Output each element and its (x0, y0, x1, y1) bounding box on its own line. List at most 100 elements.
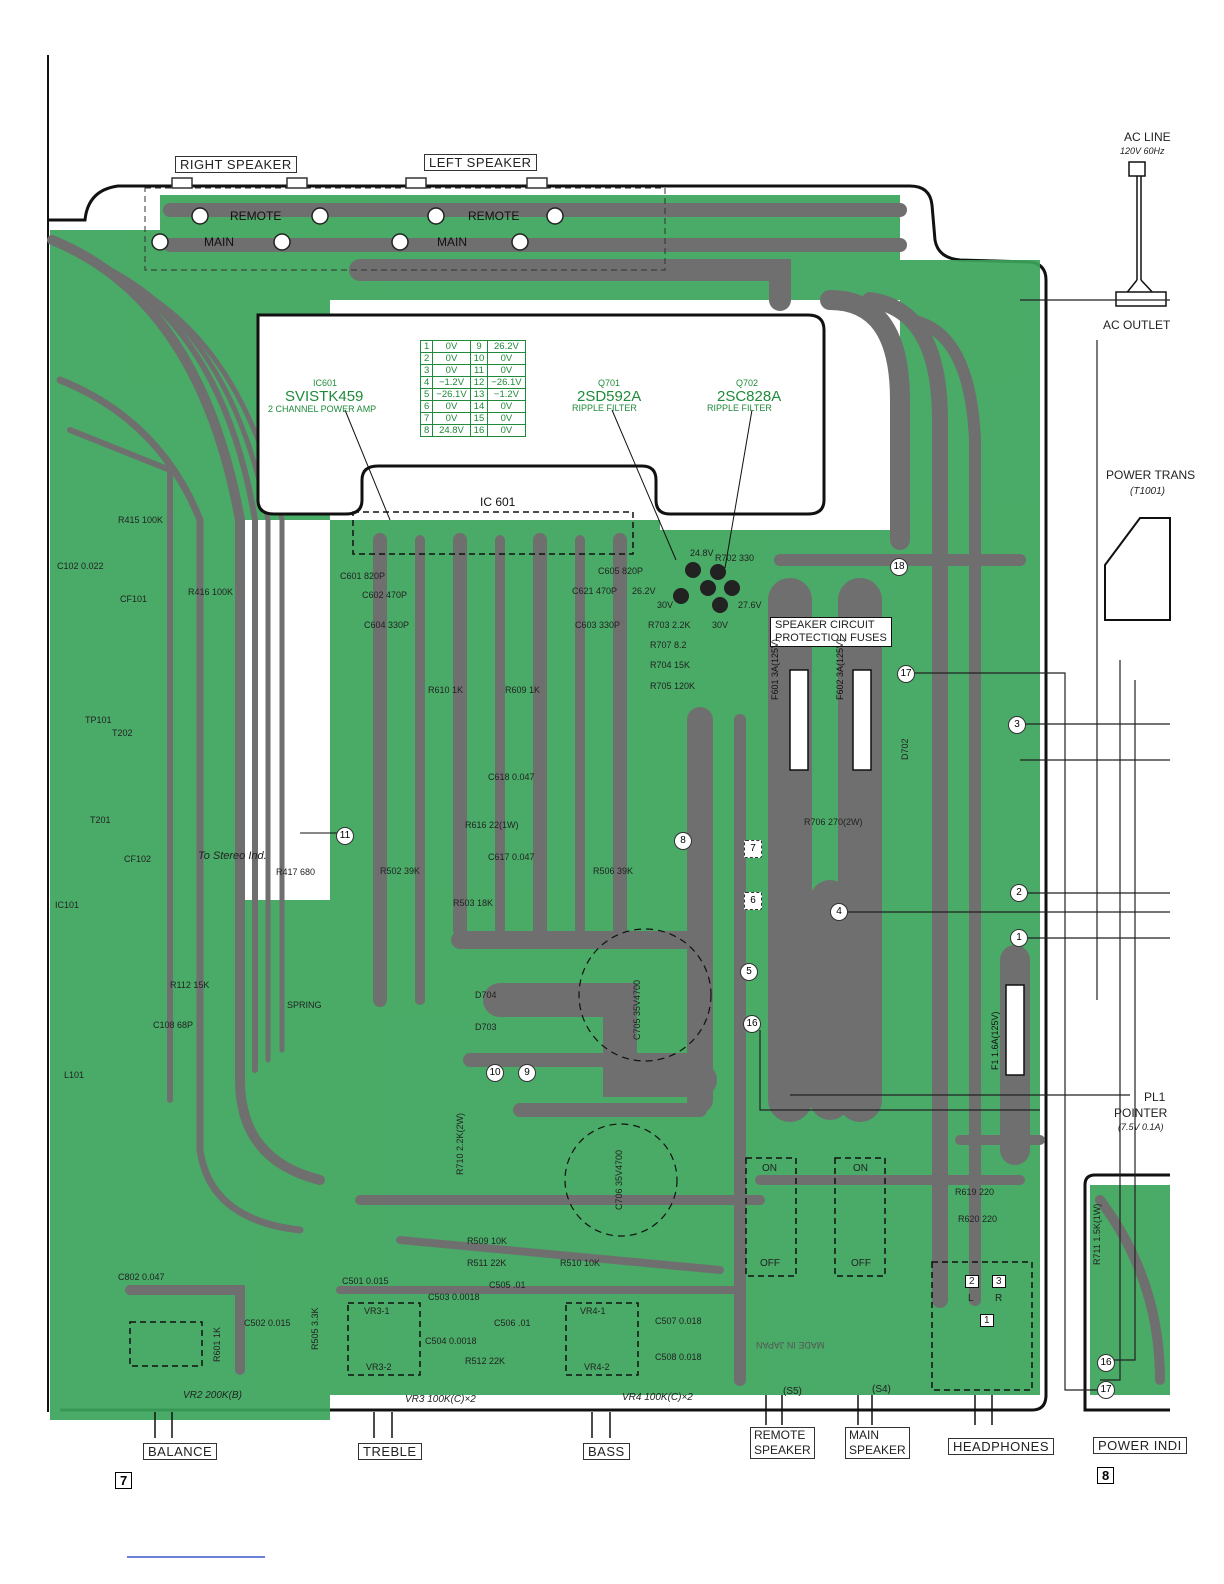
power-indicator-label: POWER INDI (1093, 1437, 1187, 1454)
node-3: 3 (1008, 716, 1026, 734)
spring-label: SPRING (287, 1000, 322, 1010)
c603-label: C603 330P (575, 620, 621, 630)
c601-label: C601 820P (340, 571, 386, 581)
node-10: 10 (486, 1064, 504, 1082)
ic101-label: IC101 (55, 900, 80, 910)
page-number-right: 8 (1097, 1467, 1115, 1484)
node-17: 17 (897, 665, 915, 683)
q701-desc: RIPPLE FILTER (572, 403, 637, 413)
r510-label: R510 10K (560, 1258, 601, 1268)
remote-terminal-label-right: REMOTE (230, 209, 282, 223)
r703-label: R703 2.2K (648, 620, 691, 630)
r506-label: R506 39K (593, 866, 634, 876)
speaker-terminal-tabs (171, 177, 548, 189)
main-speaker-line-2: SPEAKER (849, 1443, 906, 1457)
vr4-1-label: VR4-1 (580, 1306, 606, 1316)
r619-label: R619 220 (955, 1187, 995, 1197)
s4-on-label: ON (853, 1163, 868, 1174)
c502-label: C502 0.015 (244, 1318, 291, 1328)
c504-label: C504 0.0018 (425, 1336, 477, 1346)
f602-label: F602 3A(125V) (835, 638, 845, 700)
main-terminal-label-left: MAIN (437, 235, 467, 249)
r511-label: R511 22K (467, 1258, 507, 1268)
potentiometer-boxes (129, 1302, 639, 1376)
ic601-window (256, 313, 826, 516)
f1-label: F1 1.6A(125V) (990, 1011, 1000, 1070)
q702-desc: RIPPLE FILTER (707, 403, 772, 413)
voltage-276: 27.6V (738, 600, 762, 610)
c618-label: C618 0.047 (488, 772, 535, 782)
r710-label: R710 2.2K(2W) (455, 1112, 465, 1175)
balance-control-label: BALANCE (143, 1443, 218, 1460)
cf101-label: CF101 (120, 594, 148, 604)
main-speaker-line-1: MAIN (849, 1428, 879, 1442)
power-transformer-label: POWER TRANS (1106, 468, 1196, 482)
node-16: 16 (743, 1015, 761, 1033)
fuse-title-2: PROTECTION FUSES (775, 632, 887, 644)
s5-on-label: ON (762, 1163, 777, 1174)
node-1: 1 (1010, 929, 1028, 947)
r711-label: R711 1.5K(1W) (1092, 1203, 1102, 1265)
r417-label: R417 680 (276, 867, 316, 877)
node-6: 6 (744, 892, 762, 910)
r704-label: R704 15K (650, 660, 691, 670)
node-18: 18 (890, 558, 908, 576)
q701-ref: Q701 (598, 378, 621, 388)
left-speaker-label: LEFT SPEAKER (424, 154, 537, 171)
node-5: 5 (740, 963, 758, 981)
vr3-label: VR3 100K(C)×2 (405, 1394, 476, 1405)
r609-label: R609 1K (505, 685, 541, 695)
t201-label: T201 (90, 815, 111, 825)
s4-off-label: OFF (851, 1258, 871, 1269)
r509-label: R509 10K (467, 1236, 508, 1246)
node-11: 11 (336, 827, 354, 845)
r705-label: R705 120K (650, 681, 696, 691)
c705-outline (578, 928, 712, 1062)
board-outline (48, 184, 1048, 1412)
c706-label: C706 35V4700 (614, 1149, 624, 1210)
c705-label: C705 35V4700 (632, 979, 642, 1040)
voltage-30b: 30V (712, 620, 729, 630)
remote-speaker-line-2: SPEAKER (754, 1443, 811, 1457)
fuse-holders (789, 669, 1025, 1076)
r415-label: R415 100K (118, 515, 164, 525)
voltage-30a: 30V (657, 600, 674, 610)
fuse-protection-box: SPEAKER CIRCUIT PROTECTION FUSES (770, 617, 892, 647)
q701-part: 2SD592A (577, 388, 642, 405)
c604-label: C604 330P (364, 620, 410, 630)
vr4-2-label: VR4-2 (584, 1362, 610, 1372)
right-speaker-label: RIGHT SPEAKER (175, 156, 297, 173)
remote-terminal-label-left: REMOTE (468, 209, 520, 223)
right-board-outline (1083, 1173, 1170, 1412)
node-4: 4 (830, 903, 848, 921)
to-stereo-label: To Stereo Ind. (198, 850, 267, 862)
r505-label: R505 3.3K (310, 1307, 320, 1350)
power-transformer-ref: (T1001) (1130, 486, 1166, 497)
power-transformer (1104, 517, 1171, 621)
headphones-label: HEADPHONES (948, 1438, 1055, 1455)
r601b-label: R601 1K (212, 1326, 222, 1362)
d704-label: D704 (475, 990, 497, 1000)
main-terminal-label-right: MAIN (204, 235, 234, 249)
cf102-label: CF102 (124, 854, 152, 864)
c507-label: C507 0.018 (655, 1316, 702, 1326)
ac-line-spec: 120V 60Hz (1120, 146, 1165, 156)
pointer-label: POINTER (1114, 1106, 1168, 1120)
s4-label: (S4) (872, 1384, 891, 1395)
headphone-jack-box (931, 1261, 1033, 1391)
d702-label: D702 (900, 738, 910, 760)
switch-blocks (745, 1157, 886, 1277)
hp-pin-1: 1 (980, 1314, 994, 1327)
treble-control-label: TREBLE (358, 1443, 422, 1460)
c503-label: C503 0.0018 (428, 1292, 480, 1302)
vr3-2-label: VR3-2 (366, 1362, 392, 1372)
ic601-outline (352, 511, 634, 555)
ac-line-label: AC LINE (1124, 130, 1171, 144)
c706-outline (564, 1123, 678, 1237)
c617-label: C617 0.047 (488, 852, 535, 862)
